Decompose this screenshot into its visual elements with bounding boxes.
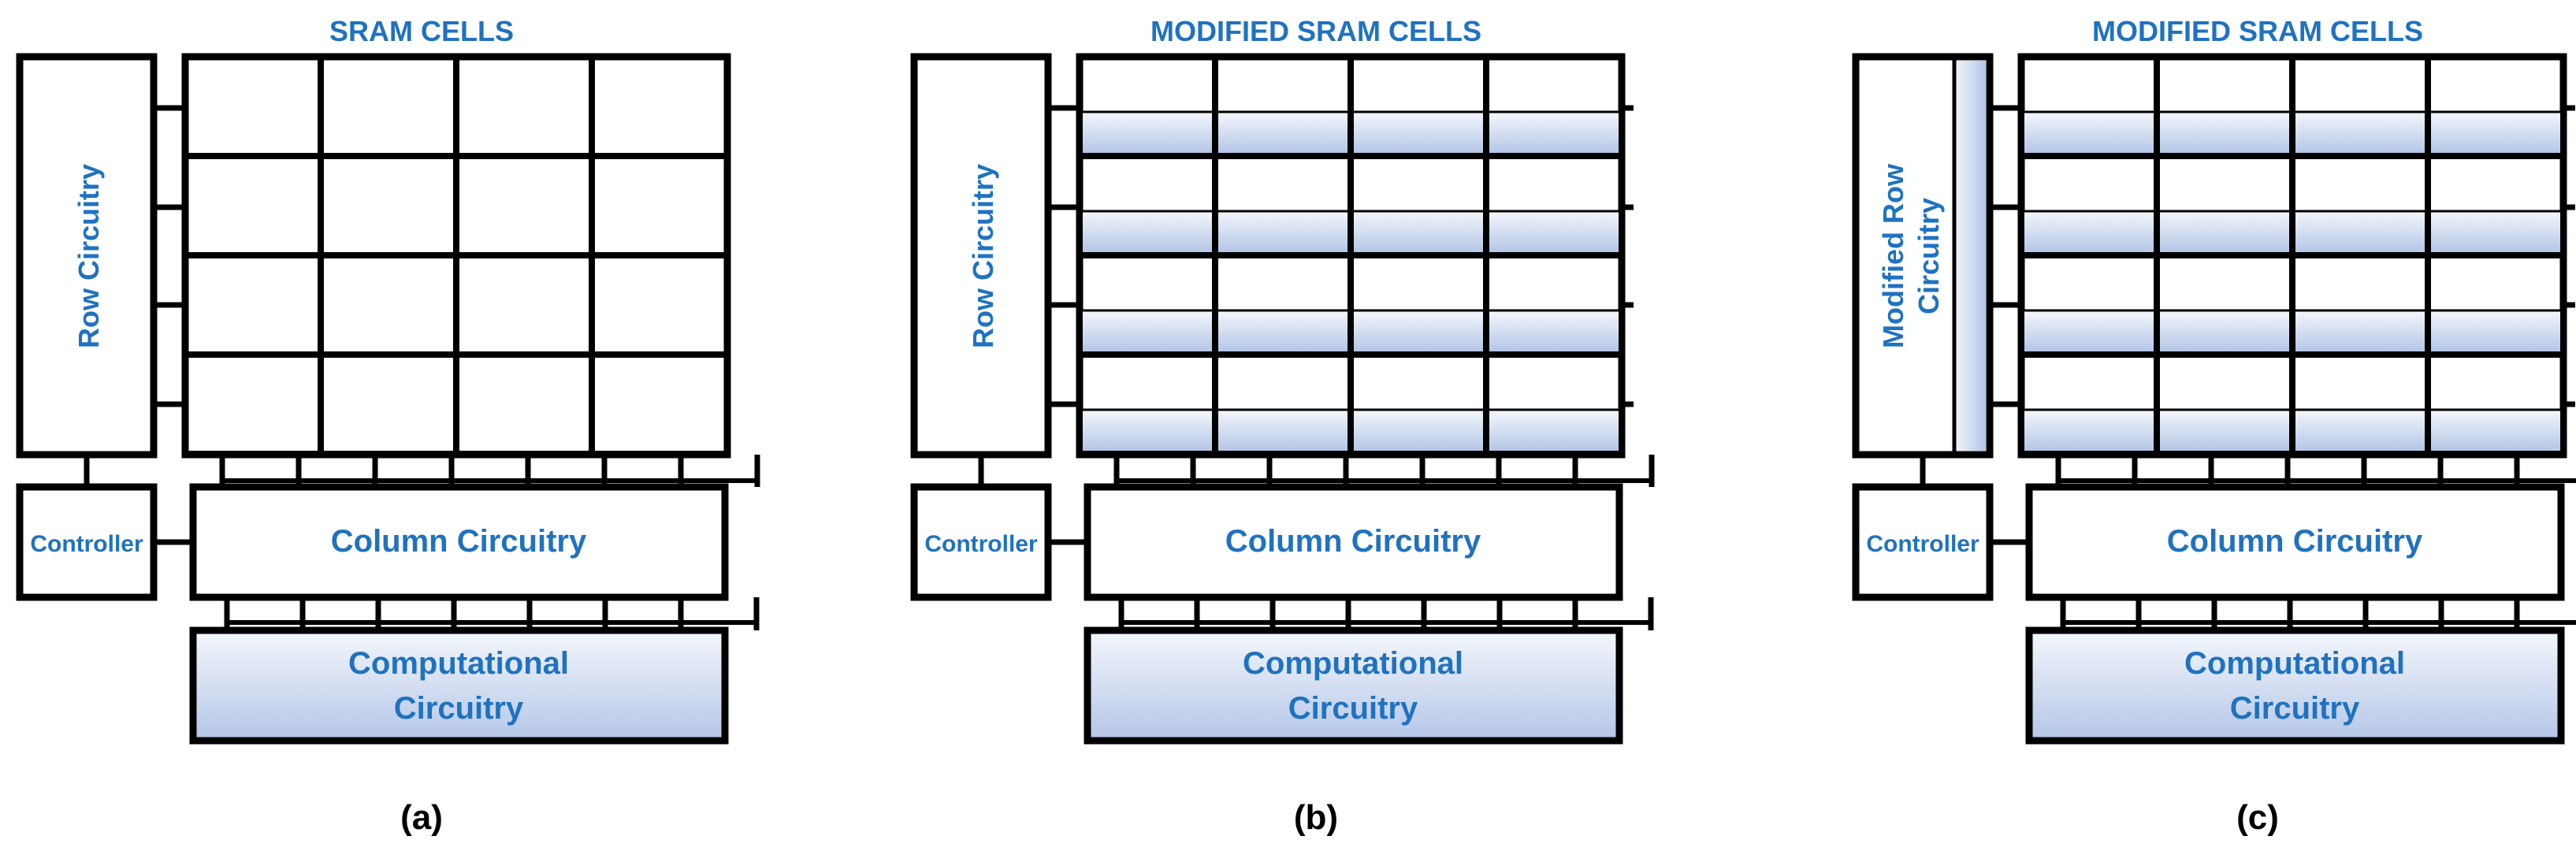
column-circuitry-block [2025,483,2565,601]
modified-cell-shading [2431,310,2560,351]
panel-caption: (c) [2236,798,2279,837]
modified-cell-shading [1489,112,1619,153]
modified-cell-shading [2160,211,2289,252]
row-circuitry-block [16,53,158,459]
panel-caption: (a) [400,798,443,837]
modified-cell-shading [1218,410,1347,451]
modified-cell-shading [1489,211,1619,252]
computational-circuitry-label: Circuitry [2230,691,2360,726]
modified-cell-shading [1218,310,1347,351]
panel-title: MODIFIED SRAM CELLS [2092,15,2423,47]
column-circuitry-label: Column Circuitry [1225,524,1481,559]
computational-circuitry-label: Circuitry [394,691,524,726]
row-circuitry-label: Circuitry [1912,198,1945,314]
modified-cell-shading [1083,310,1212,351]
modified-cell-shading [2431,112,2560,153]
modified-cell-shading [2295,410,2425,451]
modified-cell-shading [2024,310,2154,351]
column-circuitry-label: Column Circuitry [2167,524,2423,559]
modified-cell-shading [2024,211,2154,252]
modified-cell-shading [2295,211,2425,252]
panel-caption: (b) [1294,798,1338,837]
computational-circuitry-block [2025,626,2565,745]
computational-circuitry-label: Circuitry [1288,691,1418,726]
modified-cell-shading [2160,410,2289,451]
controller-label: Controller [924,531,1038,557]
sram-cell [589,351,730,457]
row-circuitry-label: Row Circuitry [72,164,105,348]
modified-cell-shading [2295,112,2425,153]
modified-cell-shading [1354,410,1483,451]
controller-block [16,483,158,601]
computational-circuitry-label: Computational [2184,646,2405,681]
modified-cell-shading [2160,310,2289,351]
controller-label: Controller [30,531,143,557]
computational-circuitry-block [1084,626,1623,745]
modified-cell-shading [1354,112,1483,153]
modified-cell-shading [1218,112,1347,153]
modified-cell-shading [2024,410,2154,451]
computational-circuitry-block [189,626,729,745]
modified-cell-shading [1354,211,1483,252]
column-circuitry-block [1084,483,1623,601]
panel-title: SRAM CELLS [329,15,514,47]
column-circuitry-block [189,483,729,601]
modified-cell-shading [1489,310,1619,351]
row-circuitry-label: Modified Row [1877,163,1909,348]
modified-cell-shading [2024,112,2154,153]
computational-circuitry-label: Computational [348,646,569,681]
computational-circuitry-label: Computational [1243,646,1463,681]
modified-cell-shading [2295,310,2425,351]
modified-row-shading [1954,61,1986,451]
modified-cell-shading [1218,211,1347,252]
row-circuitry-label: Row Circuitry [967,164,999,348]
controller-block [910,483,1052,601]
modified-cell-shading [1489,410,1619,451]
modified-cell-shading [1083,410,1212,451]
modified-cell-shading [2431,211,2560,252]
modified-cell-shading [1083,112,1212,153]
modified-cell-shading [1354,310,1483,351]
modified-cell-shading [1083,211,1212,252]
column-circuitry-label: Column Circuitry [331,524,587,559]
controller-label: Controller [1866,531,1979,557]
panel-title: MODIFIED SRAM CELLS [1150,15,1481,47]
modified-cell-shading [2160,112,2289,153]
modified-cell-shading [2431,410,2560,451]
panel-b: MODIFIED SRAM CELLS Row CircuitryControll… [910,15,1655,837]
